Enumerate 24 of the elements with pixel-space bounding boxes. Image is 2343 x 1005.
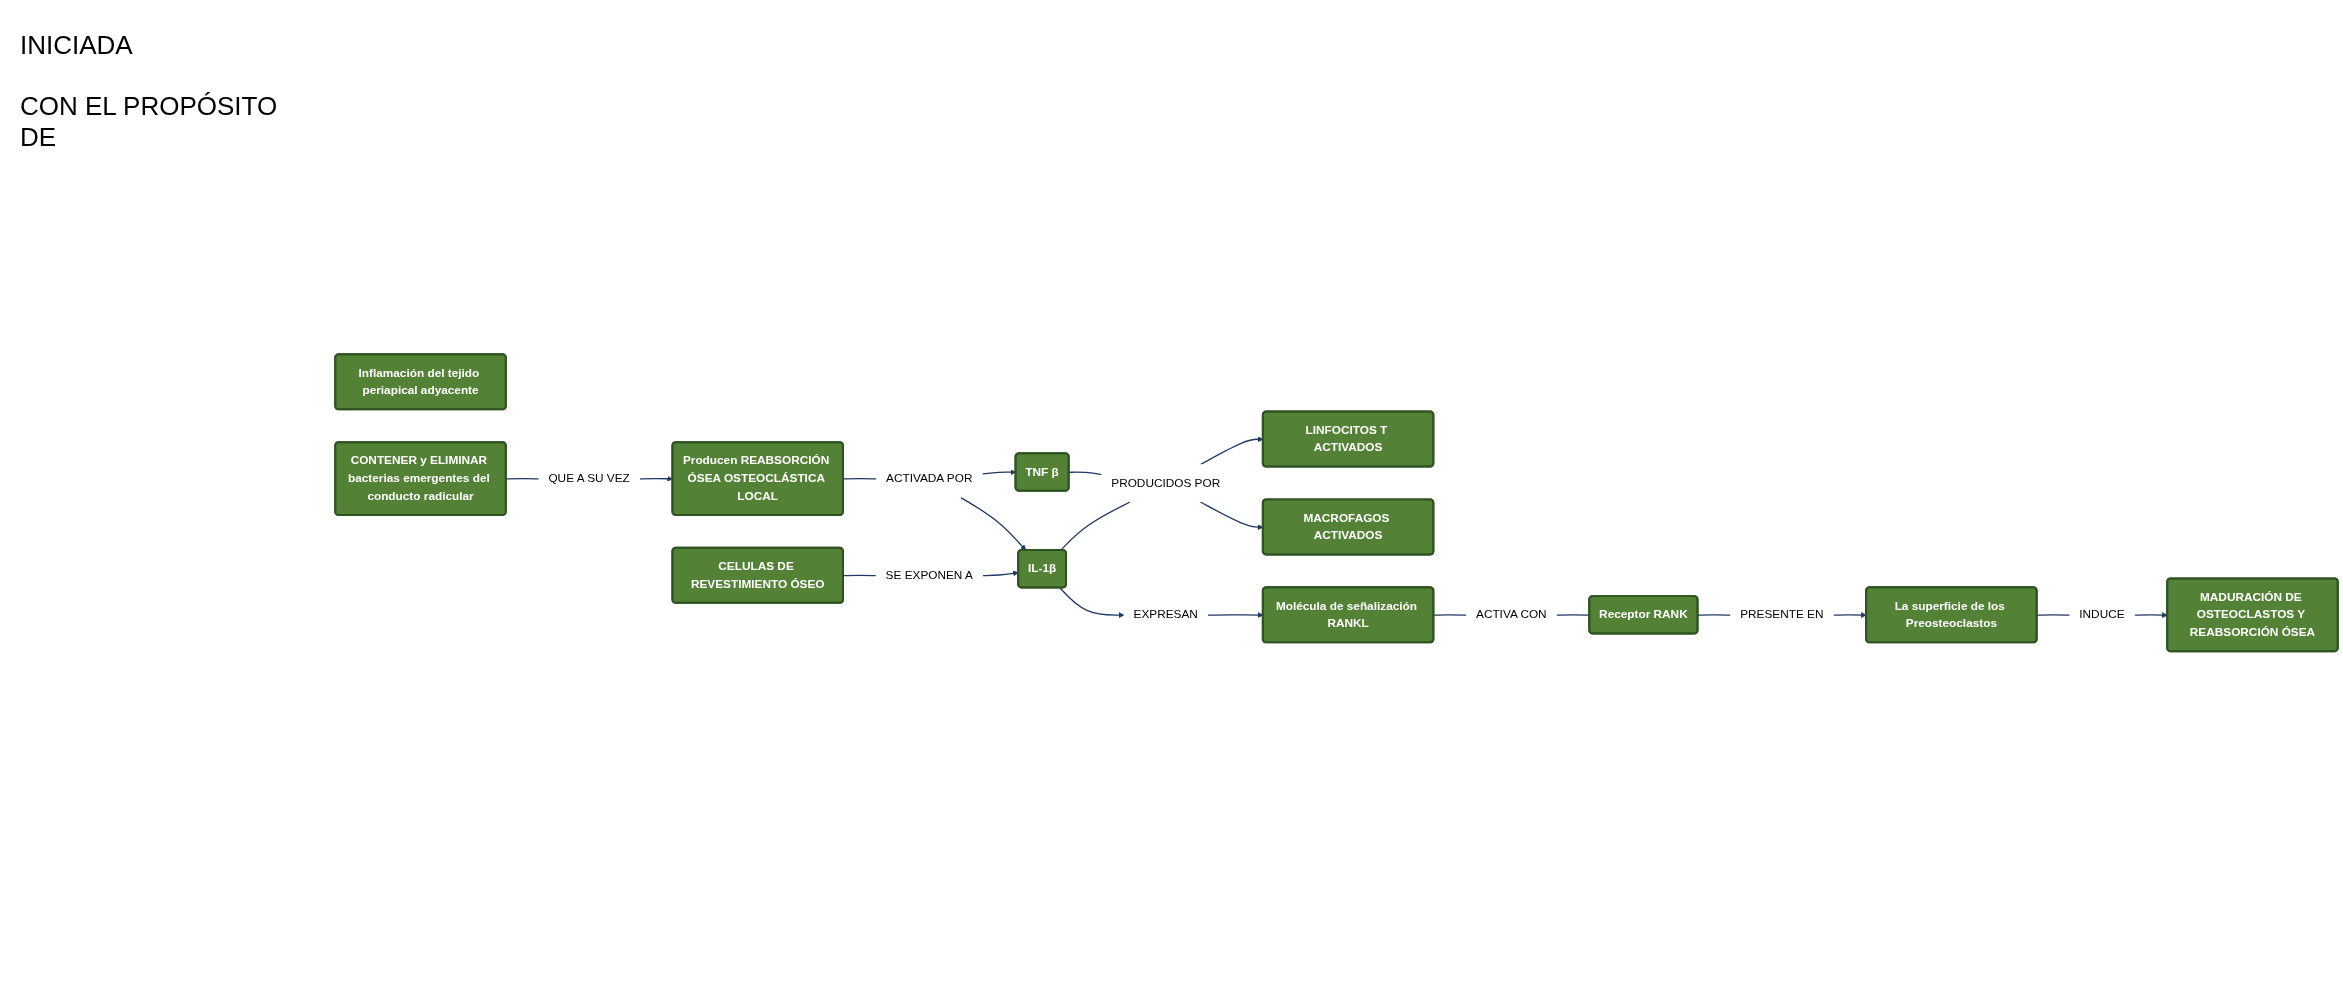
arrow (1059, 586, 1125, 618)
arrow (1833, 611, 1867, 618)
connector (1697, 614, 1732, 616)
connector (2036, 614, 2071, 616)
connector (842, 477, 878, 480)
arrow (2134, 611, 2168, 618)
node-text: SE EXPONEN A (885, 568, 973, 582)
arrow (960, 496, 1027, 551)
node-text: QUE A SU VEZ (548, 471, 630, 485)
connector (505, 477, 540, 480)
connector (1068, 471, 1103, 475)
node-text: PRESENTE EN (1740, 607, 1824, 621)
note-text: CON EL PROPÓSITO DE (20, 91, 279, 153)
connector (1060, 501, 1131, 551)
node-text: ACTIVADA POR (886, 471, 973, 485)
note-text: INICIADA (20, 30, 134, 61)
arrow (982, 570, 1019, 577)
node-text: ACTIVA CON (1476, 607, 1547, 621)
node-text: PRODUCIDOS POR (1111, 475, 1221, 489)
arrow (639, 475, 673, 482)
connector (842, 574, 877, 577)
node-text: EXPRESAN (1133, 607, 1198, 621)
node-text: INDUCE (2079, 607, 2125, 621)
connector (1433, 614, 1468, 616)
